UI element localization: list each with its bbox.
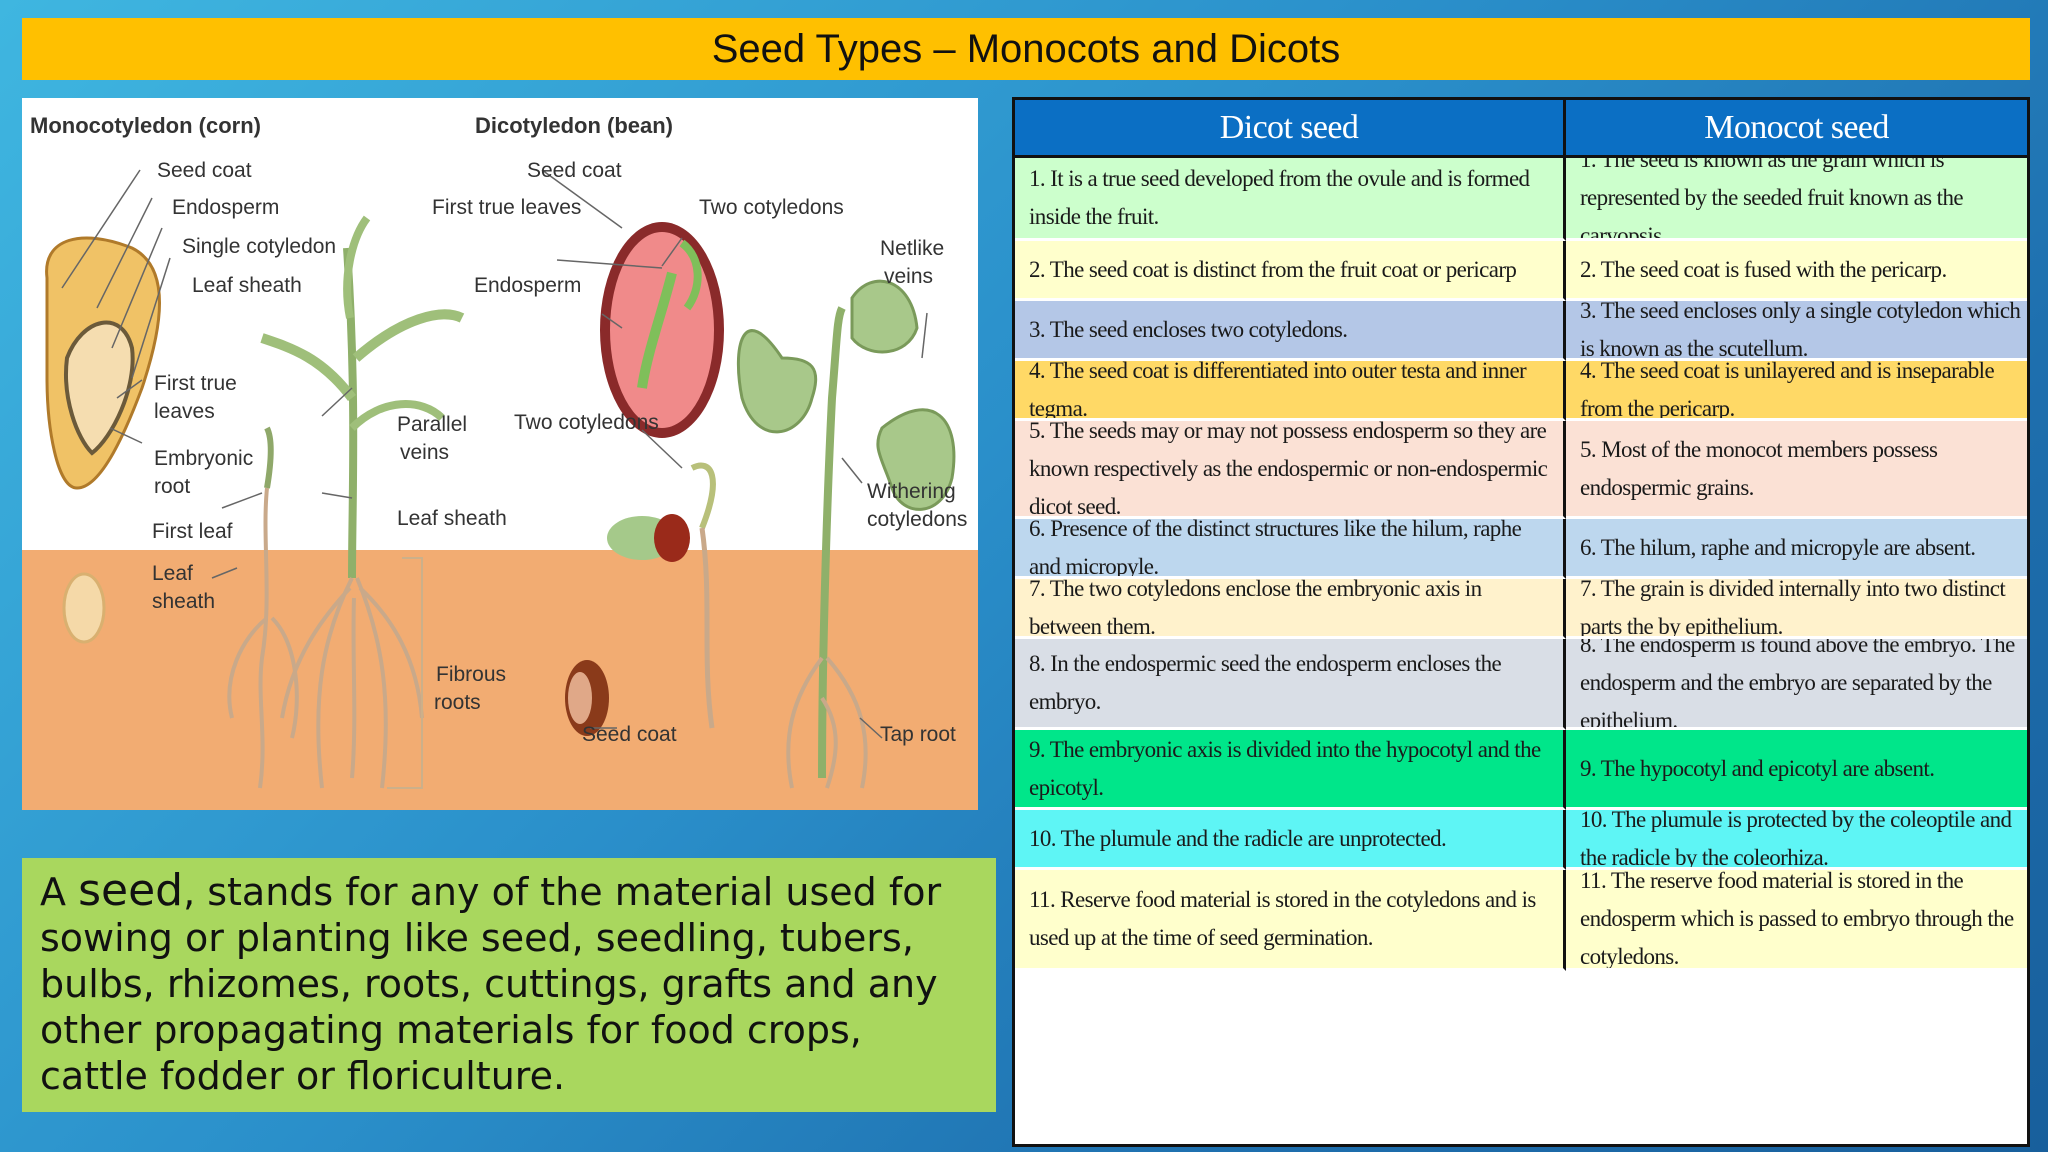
monocot-cell: 5. Most of the monocot members possess e…: [1566, 421, 2027, 519]
label-leaf-sheath-low-2: sheath: [152, 590, 215, 613]
label-endosperm: Endosperm: [172, 196, 279, 219]
label-seed-coat: Seed coat: [157, 159, 252, 182]
dicot-cell: 10. The plumule and the radicle are unpr…: [1015, 810, 1566, 870]
dicot-cell: 6. Presence of the distinct structures l…: [1015, 519, 1566, 579]
dicot-cell: 3. The seed encloses two cotyledons.: [1015, 301, 1566, 361]
label-leaf-sheath-mid: Leaf sheath: [397, 507, 507, 530]
definition-lead: A: [40, 870, 79, 914]
monocot-cell: 10. The plumule is protected by the cole…: [1566, 810, 2027, 870]
dicot-header: Dicot seed: [1015, 100, 1566, 158]
small-corn-seed: [62, 572, 106, 644]
label-two-cotyledons-top: Two cotyledons: [699, 196, 844, 219]
monocot-cell: 2. The seed coat is fused with the peric…: [1566, 241, 2027, 301]
label-leaf-sheath-low: Leaf: [152, 562, 193, 585]
dicot-heading: Dicotyledon (bean): [475, 113, 673, 138]
label-netlike-veins: Netlike: [880, 237, 944, 260]
corn-plant: [260, 215, 465, 789]
bean-plant: [736, 279, 956, 789]
dicot-cell: 1. It is a true seed developed from the …: [1015, 158, 1566, 241]
bean-seed: [600, 222, 724, 438]
label-first-true-leaves: First true: [154, 372, 237, 395]
label-leader-lines: [61, 169, 928, 739]
fibrous-roots-bracket: [387, 557, 423, 789]
label-withering-cotyledons-2: cotyledons: [867, 508, 967, 531]
label-leaf-sheath-seed: Leaf sheath: [192, 274, 302, 297]
label-bean-seed-coat: Seed coat: [527, 159, 622, 182]
monocot-heading: Monocotyledon (corn): [30, 113, 261, 138]
monocot-cell: 7. The grain is divided internally into …: [1566, 579, 2027, 639]
label-first-true-leaves-2: leaves: [154, 400, 215, 423]
seed-diagram-illustration: Monocotyledon (corn) Dicotyledon (bean): [22, 113, 978, 810]
bean-seedling: [565, 462, 716, 736]
definition-text: , stands for any of the material used fo…: [40, 870, 942, 1098]
seed-definition: A seed, stands for any of the material u…: [22, 858, 996, 1112]
label-netlike-veins-2: veins: [884, 265, 933, 288]
definition-keyword: seed: [78, 865, 184, 916]
label-first-leaf: First leaf: [152, 520, 233, 543]
dicot-cell: 5. The seeds may or may not possess endo…: [1015, 421, 1566, 519]
seed-diagram: Monocotyledon (corn) Dicotyledon (bean): [22, 98, 978, 810]
label-embryonic-root-2: root: [154, 475, 190, 498]
monocot-cell: 1. The seed is known as the grain which …: [1566, 158, 2027, 241]
dicot-cell: 8. In the endospermic seed the endosperm…: [1015, 639, 1566, 730]
label-parallel-veins-2: veins: [400, 441, 449, 464]
dicot-cell: 11. Reserve food material is stored in t…: [1015, 870, 1566, 971]
monocot-header: Monocot seed: [1566, 100, 2027, 158]
label-fibrous-roots-2: roots: [434, 691, 481, 714]
slide-title-bar: Seed Types – Monocots and Dicots: [22, 18, 2030, 80]
label-bean-endosperm: Endosperm: [474, 274, 581, 297]
monocot-cell: 3. The seed encloses only a single cotyl…: [1566, 301, 2027, 361]
monocot-cell: 11. The reserve food material is stored …: [1566, 870, 2027, 971]
label-two-cotyledons-mid: Two cotyledons: [514, 411, 659, 434]
label-bean-seed-coat-bottom: Seed coat: [582, 723, 677, 746]
label-parallel-veins: Parallel: [397, 413, 467, 436]
label-single-cotyledon: Single cotyledon: [182, 235, 336, 258]
dicot-cell: 7. The two cotyledons enclose the embryo…: [1015, 579, 1566, 639]
monocot-cell: 4. The seed coat is unilayered and is in…: [1566, 361, 2027, 421]
dicot-cell: 9. The embryonic axis is divided into th…: [1015, 730, 1566, 810]
label-tap-root: Tap root: [880, 723, 956, 746]
monocot-cell: 6. The hilum, raphe and micropyle are ab…: [1566, 519, 2027, 579]
label-fibrous-roots: Fibrous: [436, 663, 506, 686]
label-bean-first-true-leaves: First true leaves: [432, 196, 581, 219]
label-withering-cotyledons: Withering: [867, 480, 956, 503]
comparison-table: Dicot seed Monocot seed 1. It is a true …: [1012, 97, 2030, 1147]
monocot-cell: 8. The endosperm is found above the embr…: [1566, 639, 2027, 730]
dicot-cell: 4. The seed coat is differentiated into …: [1015, 361, 1566, 421]
monocot-cell: 9. The hypocotyl and epicotyl are absent…: [1566, 730, 2027, 810]
label-embryonic-root: Embryonic: [154, 447, 253, 470]
slide-title: Seed Types – Monocots and Dicots: [711, 26, 1341, 71]
dicot-cell: 2. The seed coat is distinct from the fr…: [1015, 241, 1566, 301]
